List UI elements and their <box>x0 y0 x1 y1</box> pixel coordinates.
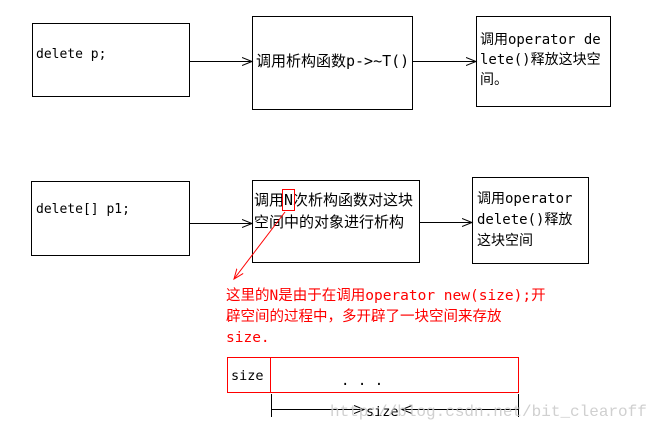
note-line: 这里的N是由于在调用operator new(size);开 <box>226 288 546 304</box>
call-destructor-box: 调用析构函数p->~T() <box>252 16 413 110</box>
operator-delete-line: lete()释放这块空 <box>480 52 601 68</box>
operator-delete-line: 调用operator de <box>480 32 601 48</box>
call-n-destructors-prefix: 调用 <box>254 191 285 209</box>
note-line: size. <box>226 330 270 346</box>
memory-data-ellipsis: . . . <box>341 373 384 389</box>
n-highlight: N <box>282 189 296 211</box>
operator-delete-box: 调用operator de lete()释放这块空 间。 <box>476 16 611 107</box>
operator-delete-array-line: 这块空间 <box>477 233 533 249</box>
operator-delete-text: 调用operator de lete()释放这块空 间。 <box>480 30 601 90</box>
call-n-destructors-line: 调用N次析构函数对这块 <box>254 189 413 211</box>
call-n-destructors-line: 空间中的对象进行析构 <box>254 213 405 231</box>
operator-delete-array-line: 调用operator <box>477 191 573 207</box>
delete-p-box: delete p; <box>32 23 190 97</box>
memory-block: size . . . <box>227 357 519 393</box>
delete-array-label: delete[] p1; <box>36 202 130 217</box>
note-line: 辟空间的过程中，多开辟了一块空间来存放 <box>226 309 502 325</box>
operator-delete-line: 间。 <box>480 72 508 88</box>
operator-delete-array-box: 调用operator delete()释放 这块空间 <box>472 177 589 264</box>
delete-array-box: delete[] p1; <box>31 181 190 256</box>
delete-p-label: delete p; <box>36 47 107 62</box>
size-dimension-label: size <box>366 404 399 420</box>
operator-delete-array-text: 调用operator delete()释放 这块空间 <box>477 189 572 252</box>
watermark-text: http://blog.csdn.net/bit_clearoff <box>330 403 647 421</box>
delete-array-text: delete[] p1; <box>36 202 130 218</box>
memory-size-cell-label: size <box>231 368 264 384</box>
call-destructor-line: 调用析构函数p->~T() <box>256 52 410 70</box>
call-destructor-text: 调用析构函数p->~T() <box>256 51 409 71</box>
call-n-destructors-box: 调用N次析构函数对这块 空间中的对象进行析构 <box>252 180 420 263</box>
call-n-destructors-suffix: 次析构函数对这块 <box>293 191 414 209</box>
call-n-destructors-text: 调用N次析构函数对这块 空间中的对象进行析构 <box>254 189 413 233</box>
delete-p-text: delete p; <box>36 47 106 63</box>
operator-delete-array-line: delete()释放 <box>477 212 573 228</box>
note-text: 这里的N是由于在调用operator new(size);开 辟空间的过程中，多… <box>226 286 546 349</box>
memory-block-divider <box>270 358 271 392</box>
